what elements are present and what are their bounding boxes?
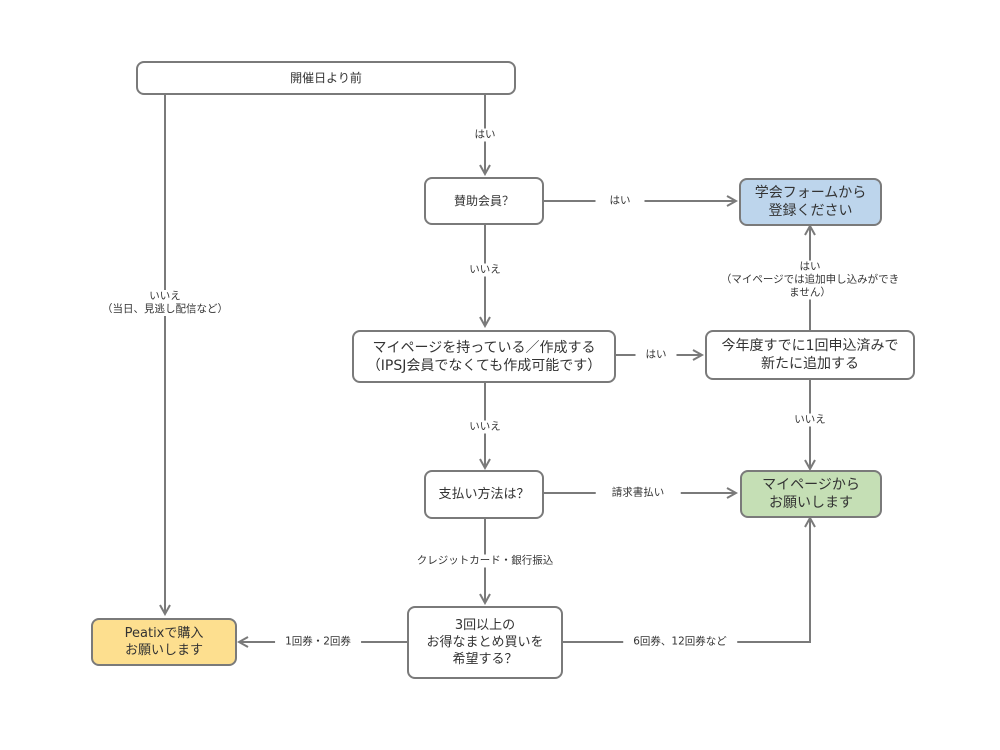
node-mypage-question: マイページを持っている／作成する （IPSJ会員でなくても作成可能です）: [352, 330, 616, 383]
label-bulk-large: 6回券、12回券など: [623, 635, 737, 649]
label-mypage-no: いいえ: [467, 420, 503, 434]
node-already-applied: 今年度すでに1回申込済みで 新たに追加する: [705, 330, 915, 380]
label-start-yes: はい: [472, 128, 498, 142]
label-bulk-small: 1回券・2回券: [275, 635, 361, 649]
label-supporting-yes: はい: [595, 194, 645, 208]
label-start-no: いいえ （当日、見逃し配信など）: [100, 290, 230, 316]
node-mypage-request: マイページから お願いします: [740, 470, 882, 518]
node-payment-method: 支払い方法は？: [424, 470, 544, 519]
node-society-form: 学会フォームから 登録ください: [739, 178, 882, 226]
node-bulk-purchase: 3回以上の お得なまとめ買いを 希望する？: [407, 606, 563, 679]
label-already-no: いいえ: [792, 413, 828, 427]
label-payment-invoice: 請求書払い: [595, 486, 681, 500]
label-supporting-no: いいえ: [467, 263, 503, 277]
node-peatix: Peatixで購入 お願いします: [91, 618, 237, 666]
node-start: 開催日より前: [136, 61, 516, 95]
label-mypage-yes: はい: [635, 348, 677, 362]
label-already-yes: はい （マイページでは追加申し込みができません）: [715, 260, 905, 300]
node-supporting-member: 賛助会員？: [424, 177, 544, 225]
edge-bulk-large: [562, 518, 810, 643]
label-payment-card-bank: クレジットカード・銀行振込: [410, 554, 560, 568]
